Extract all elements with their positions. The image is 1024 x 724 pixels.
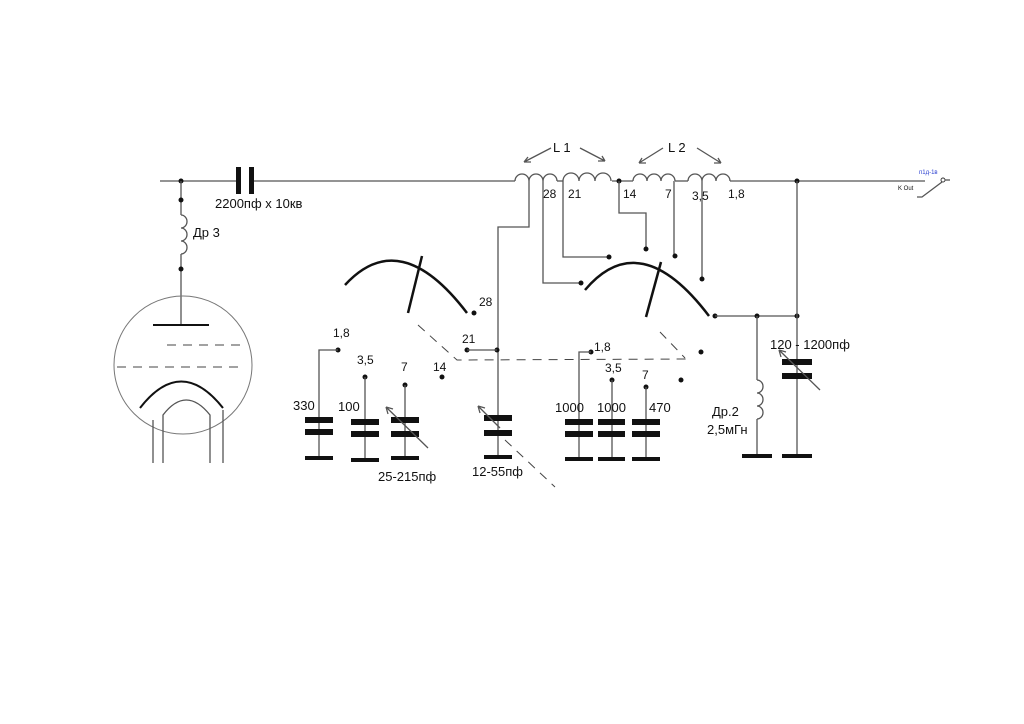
sw1-14: 14 xyxy=(433,360,447,374)
tap-7: 7 xyxy=(665,187,672,201)
sw1-3-5: 3,5 xyxy=(357,353,374,367)
sw1-1-8: 1,8 xyxy=(333,326,350,340)
sw1-21: 21 xyxy=(462,332,476,346)
sw2-3-5: 3,5 xyxy=(605,361,622,375)
vacuum-tube xyxy=(113,295,253,463)
sw1-28: 28 xyxy=(479,295,493,309)
band-switch-1: 28 21 14 xyxy=(344,255,500,380)
var-cap-2-label: 12-55пф xyxy=(472,464,523,479)
tap-labels: 28 21 14 7 3,5 1,8 xyxy=(543,187,745,203)
tap-21: 21 xyxy=(568,187,582,201)
k-out-label: K Out xyxy=(898,186,914,192)
choke-dr3: Др 3 xyxy=(178,181,220,325)
variable-capacitor-120-1200: 120 - 1200пф xyxy=(770,178,850,458)
relay-label: п1д-1в xyxy=(919,170,938,176)
tap-14: 14 xyxy=(623,187,637,201)
variable-capacitor-25-215: 7 25-215пф xyxy=(378,360,437,484)
band-switch-2 xyxy=(584,261,800,383)
coupling-cap-label: 2200пф х 10кв xyxy=(215,196,303,211)
coil-l1: L 1 xyxy=(514,140,612,182)
capacitor-100: 3,5 100 xyxy=(338,353,379,462)
var-cap-1-label: 25-215пф xyxy=(378,469,437,484)
c330-label: 330 xyxy=(293,398,315,413)
c470-label: 470 xyxy=(649,400,671,415)
variable-capacitor-12-55: 12-55пф xyxy=(472,405,523,479)
var-cap-3-label: 120 - 1200пф xyxy=(770,337,850,352)
choke2-label: Др.2 xyxy=(712,404,739,419)
output-relay: п1д-1в K Out xyxy=(898,170,950,198)
choke3-label: Др 3 xyxy=(193,225,220,240)
tap-3-5: 3,5 xyxy=(692,189,709,203)
tap-1-8: 1,8 xyxy=(728,187,745,201)
tap-wires xyxy=(497,181,705,416)
l2-label: L 2 xyxy=(668,140,686,155)
choke-dr2: Др.2 2,5мГн xyxy=(707,316,772,458)
capacitor-1000a: 1,8 1000 xyxy=(555,340,611,461)
mechanical-linkage xyxy=(417,324,691,488)
sw2-7: 7 xyxy=(642,368,649,382)
capacitor-1000b: 3,5 1000 xyxy=(597,361,626,461)
coil-l2: L 2 xyxy=(632,140,731,182)
c1000b-label: 1000 xyxy=(597,400,626,415)
choke2-value: 2,5мГн xyxy=(707,422,748,437)
l1-label: L 1 xyxy=(553,140,571,155)
capacitor-470: 7 470 xyxy=(632,368,671,461)
capacitor-330: 1,8 330 xyxy=(293,326,350,460)
coupling-capacitor: 2200пф х 10кв xyxy=(215,167,303,211)
sw2-1-8: 1,8 xyxy=(594,340,611,354)
c1000a-label: 1000 xyxy=(555,400,584,415)
sw1-7: 7 xyxy=(401,360,408,374)
c100-label: 100 xyxy=(338,399,360,414)
tap-28: 28 xyxy=(543,187,557,201)
